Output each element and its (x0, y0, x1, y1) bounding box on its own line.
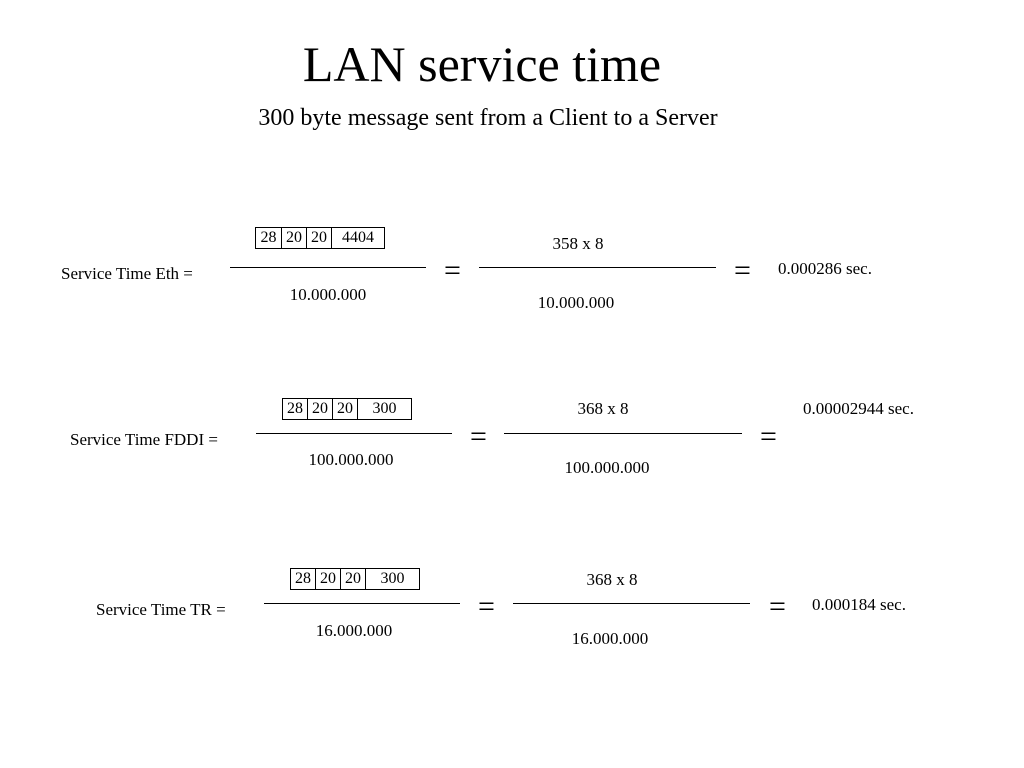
packet-box: 28 20 20 300 (282, 398, 412, 420)
equals-sign: = (769, 590, 786, 623)
packet-cell: 4404 (342, 229, 374, 246)
fraction-bar (230, 267, 426, 268)
denominator: 100.000.000 (308, 450, 394, 469)
equals-sign: = (478, 590, 495, 623)
row-label: Service Time TR = (96, 600, 226, 619)
equals-sign: = (760, 420, 777, 453)
packet-cell: 20 (308, 399, 333, 419)
packet-box: 28 20 20 4404 (255, 227, 385, 249)
packet-box: 28 20 20 300 (290, 568, 420, 590)
numerator: 368 x 8 (577, 399, 629, 418)
denominator: 16.000.000 (315, 621, 393, 640)
packet-cell: 28 (256, 228, 282, 248)
slide-title: LAN service time (302, 36, 662, 92)
result: 0.00002944 sec. (803, 399, 914, 418)
numerator: 368 x 8 (586, 570, 638, 589)
equals-sign: = (470, 420, 487, 453)
fraction-bar (513, 603, 750, 604)
packet-cell: 300 (380, 570, 405, 587)
packet-cell: 20 (316, 569, 341, 589)
denominator: 10.000.000 (537, 293, 615, 312)
fraction-bar (264, 603, 460, 604)
packet-cell: 20 (341, 569, 366, 589)
packet-cell: 300 (372, 400, 397, 417)
denominator: 10.000.000 (289, 285, 367, 304)
packet-cell: 20 (307, 228, 332, 248)
packet-cell: 20 (282, 228, 307, 248)
denominator: 100.000.000 (564, 458, 650, 477)
result: 0.000184 sec. (812, 595, 906, 614)
packet-cell: 28 (283, 399, 308, 419)
fraction-bar (479, 267, 716, 268)
fraction-bar (256, 433, 452, 434)
equals-sign: = (734, 254, 751, 287)
slide-subtitle: 300 byte message sent from a Client to a… (258, 105, 718, 131)
fraction-bar (504, 433, 742, 434)
packet-cell: 20 (333, 399, 358, 419)
row-label: Service Time FDDI = (70, 430, 218, 449)
denominator: 16.000.000 (571, 629, 649, 648)
result: 0.000286 sec. (778, 259, 872, 278)
equals-sign: = (444, 254, 461, 287)
numerator: 358 x 8 (552, 234, 604, 253)
packet-cell: 28 (291, 569, 316, 589)
row-label: Service Time Eth = (61, 264, 193, 283)
